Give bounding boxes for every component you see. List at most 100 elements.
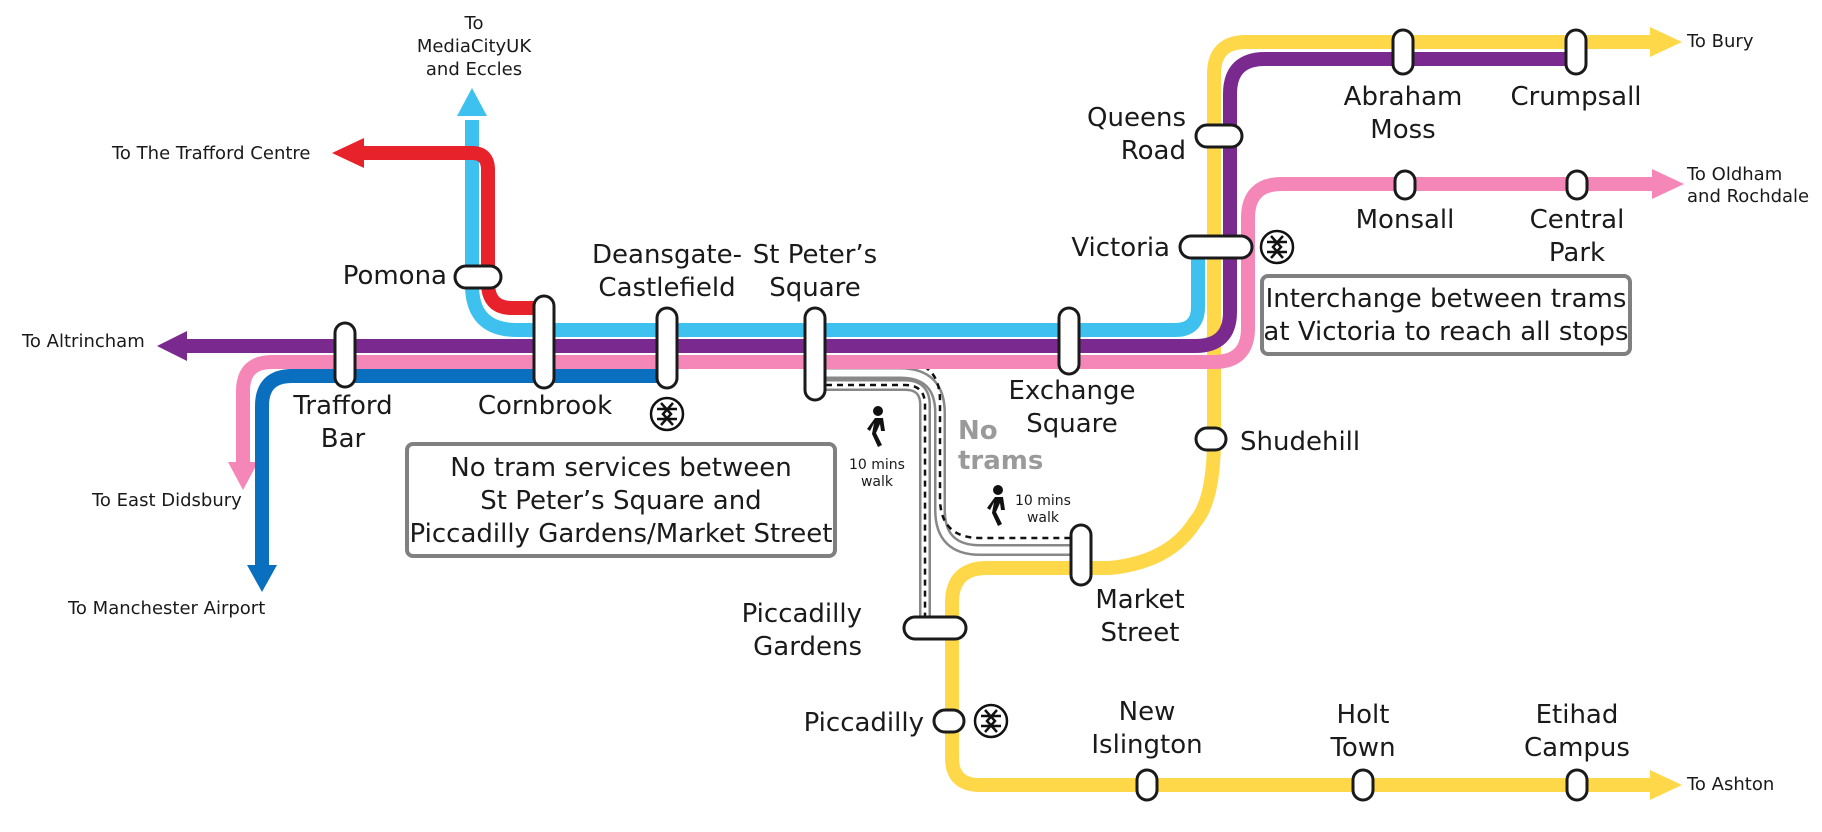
arrow-trafford-centre	[332, 138, 364, 168]
no-trams-line2: trams	[958, 446, 1043, 476]
arrow-ashton	[1650, 770, 1682, 800]
stop-trafford-bar[interactable]	[333, 321, 357, 389]
walk-branch-dashed	[815, 383, 927, 625]
stop-cornbrook[interactable]	[532, 294, 556, 390]
stop-market-street[interactable]	[1069, 523, 1093, 587]
stop-piccadilly-gardens[interactable]	[902, 615, 968, 641]
no-trams-line1: No	[958, 416, 998, 446]
walk1-line2: walk	[861, 474, 894, 490]
label-cornbrook: Cornbrook	[478, 391, 612, 421]
arrow-mediacity	[457, 88, 487, 116]
stop-monsall[interactable]	[1393, 169, 1417, 201]
darkblue-line	[247, 369, 665, 592]
purple-line-main	[180, 52, 1580, 353]
arrow-bury	[1650, 27, 1682, 57]
arrow-east-didsbury	[228, 462, 258, 490]
interchange-box	[1260, 274, 1632, 356]
walk2-line1: 10 mins	[1015, 493, 1071, 509]
stop-central-park[interactable]	[1565, 169, 1589, 201]
arrow-airport	[247, 565, 277, 592]
dest-ashton: To Ashton	[1686, 774, 1774, 795]
yellow-line-main	[945, 35, 1655, 792]
stop-queens-road[interactable]	[1194, 123, 1244, 149]
stop-victoria[interactable]	[1178, 234, 1254, 260]
no-service-line3: Piccadilly Gardens/Market Street	[410, 519, 833, 549]
label-market-street-2: Street	[1100, 618, 1179, 648]
label-new-islington-2: Islington	[1091, 730, 1202, 760]
dest-media-line3: and Eccles	[426, 59, 522, 80]
label-victoria: Victoria	[1071, 233, 1170, 263]
label-deansgate-1: Deansgate-	[592, 240, 742, 270]
label-etihad-campus-1: Etihad	[1536, 700, 1619, 730]
stop-shudehill[interactable]	[1194, 426, 1228, 452]
label-st-peters-2: Square	[769, 273, 861, 303]
stop-etihad-campus[interactable]	[1565, 768, 1589, 802]
dest-east-didsbury: To East Didsbury	[91, 490, 242, 511]
walk-texts: 10 mins walk 10 mins walk	[849, 457, 1071, 526]
stop-exchange-square[interactable]	[1057, 306, 1081, 376]
label-abraham-moss-2: Moss	[1370, 115, 1435, 145]
label-pomona: Pomona	[343, 261, 447, 291]
arrow-oldham	[1652, 169, 1684, 199]
dest-bury: To Bury	[1686, 31, 1754, 52]
no-service-line1: No tram services between	[450, 453, 791, 483]
label-queens-road-2: Road	[1121, 136, 1186, 166]
stop-crumpsall[interactable]	[1564, 28, 1588, 76]
label-trafford-bar-2: Bar	[321, 424, 366, 454]
label-crumpsall: Crumpsall	[1510, 82, 1641, 112]
rail-icon-cornbrook	[649, 396, 685, 432]
label-new-islington-1: New	[1119, 697, 1176, 727]
dest-media-line1: To	[464, 13, 484, 34]
label-piccadilly-gardens-1: Piccadilly	[742, 599, 862, 629]
stop-deansgate[interactable]	[655, 306, 679, 390]
walking-person-icon	[867, 406, 885, 447]
label-exchange-square-1: Exchange	[1008, 376, 1135, 406]
note-texts: No tram services between St Peter’s Squa…	[410, 284, 1629, 549]
dest-airport: To Manchester Airport	[67, 598, 265, 619]
station-labels: Queens Road Abraham Moss Crumpsall Victo…	[292, 82, 1641, 763]
lightblue-line	[457, 88, 1205, 337]
rail-icon-victoria	[1259, 229, 1295, 265]
interchange-line1: Interchange between trams	[1266, 284, 1627, 314]
walk2-line2: walk	[1027, 510, 1060, 526]
stop-st-peters[interactable]	[803, 306, 827, 402]
walking-person-icon	[987, 485, 1005, 526]
stop-holt-town[interactable]	[1351, 768, 1375, 802]
label-queens-road-1: Queens	[1087, 103, 1186, 133]
stop-piccadilly[interactable]	[932, 708, 966, 734]
label-deansgate-2: Castlefield	[598, 273, 735, 303]
dest-trafford-centre: To The Trafford Centre	[111, 143, 310, 164]
label-monsall: Monsall	[1356, 205, 1455, 235]
label-exchange-square-2: Square	[1026, 409, 1118, 439]
label-piccadilly: Piccadilly	[804, 708, 924, 738]
dest-media-line2: MediaCityUK	[417, 36, 533, 57]
rail-icons	[649, 229, 1295, 739]
rail-icon-piccadilly	[973, 703, 1009, 739]
label-shudehill: Shudehill	[1240, 427, 1360, 457]
dest-altrincham: To Altrincham	[21, 331, 145, 352]
stop-new-islington[interactable]	[1135, 768, 1159, 802]
label-piccadilly-gardens-2: Gardens	[753, 632, 862, 662]
walk1-line1: 10 mins	[849, 457, 905, 473]
red-line	[332, 138, 545, 315]
label-abraham-moss-1: Abraham	[1344, 82, 1463, 112]
pink-line	[228, 169, 1684, 490]
darkblue-line-main	[255, 369, 665, 565]
no-service-line2: St Peter’s Square and	[480, 486, 761, 516]
stop-pomona[interactable]	[453, 264, 503, 290]
label-market-street-1: Market	[1095, 585, 1184, 615]
red-line-main	[360, 146, 545, 315]
label-central-park-2: Park	[1549, 238, 1605, 268]
stop-abraham-moss[interactable]	[1391, 28, 1415, 76]
destination-labels: To Bury To Oldham and Rochdale To MediaC…	[21, 13, 1809, 795]
interchange-line2: at Victoria to reach all stops	[1263, 317, 1628, 347]
stops	[333, 28, 1589, 802]
pink-line-main	[236, 177, 1660, 465]
label-st-peters-1: St Peter’s	[753, 240, 877, 270]
label-holt-town-1: Holt	[1337, 700, 1390, 730]
label-etihad-campus-2: Campus	[1524, 733, 1630, 763]
dest-oldham-line1: To Oldham	[1686, 164, 1782, 185]
yellow-line	[945, 27, 1682, 800]
arrow-altrincham	[157, 331, 187, 361]
